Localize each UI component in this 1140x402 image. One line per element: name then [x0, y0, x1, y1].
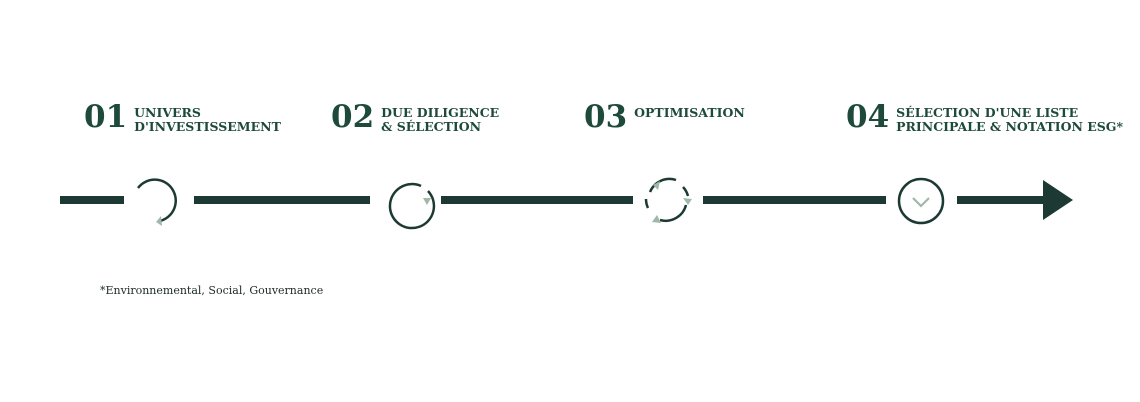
timeline-segment-1 — [60, 196, 124, 204]
step-1-label-line-1: UNIVERS — [134, 105, 201, 120]
timeline-segment-5 — [957, 196, 1047, 204]
step-1-heading: 01 UNIVERS D'INVESTISSEMENT — [84, 100, 281, 134]
timeline-arrowhead-icon — [1043, 180, 1073, 220]
step-2-label: DUE DILIGENCE & SÉLECTION — [381, 100, 499, 134]
step-1-label: UNIVERS D'INVESTISSEMENT — [134, 100, 281, 134]
footnote: *Environnemental, Social, Gouvernance — [100, 284, 324, 297]
step-2-heading: 02 DUE DILIGENCE & SÉLECTION — [331, 100, 499, 134]
step-3-heading: 03 OPTIMISATION — [584, 100, 745, 134]
step-3-label: OPTIMISATION — [634, 100, 745, 120]
step-2-number: 02 — [331, 99, 375, 135]
timeline-segment-3 — [441, 196, 633, 204]
step-4-label: SÉLECTION D'UNE LISTE PRINCIPALE & NOTAT… — [896, 100, 1123, 134]
step-1-number: 01 — [84, 99, 128, 135]
partial-circle-arrow-icon — [137, 178, 177, 226]
step-1-label-line-2: D'INVESTISSEMENT — [134, 119, 281, 134]
step-2-label-line-2: & SÉLECTION — [381, 119, 482, 134]
check-circle-icon — [897, 177, 945, 225]
step-4-label-line-1: SÉLECTION D'UNE LISTE — [896, 105, 1079, 120]
step-4-label-line-2: PRINCIPALE & NOTATION ESG* — [896, 119, 1124, 134]
step-3-number: 03 — [584, 99, 628, 135]
step-4-number: 04 — [846, 99, 890, 135]
step-2-label-line-1: DUE DILIGENCE — [381, 105, 500, 120]
step-4-heading: 04 SÉLECTION D'UNE LISTE PRINCIPALE & NO… — [846, 100, 1123, 134]
cycle-arrows-icon — [644, 177, 692, 223]
circle-arrow-icon — [388, 182, 436, 230]
step-3-label-line-1: OPTIMISATION — [634, 105, 745, 120]
timeline-segment-2 — [194, 196, 370, 204]
timeline-line — [60, 196, 1047, 204]
timeline-segment-4 — [703, 196, 886, 204]
